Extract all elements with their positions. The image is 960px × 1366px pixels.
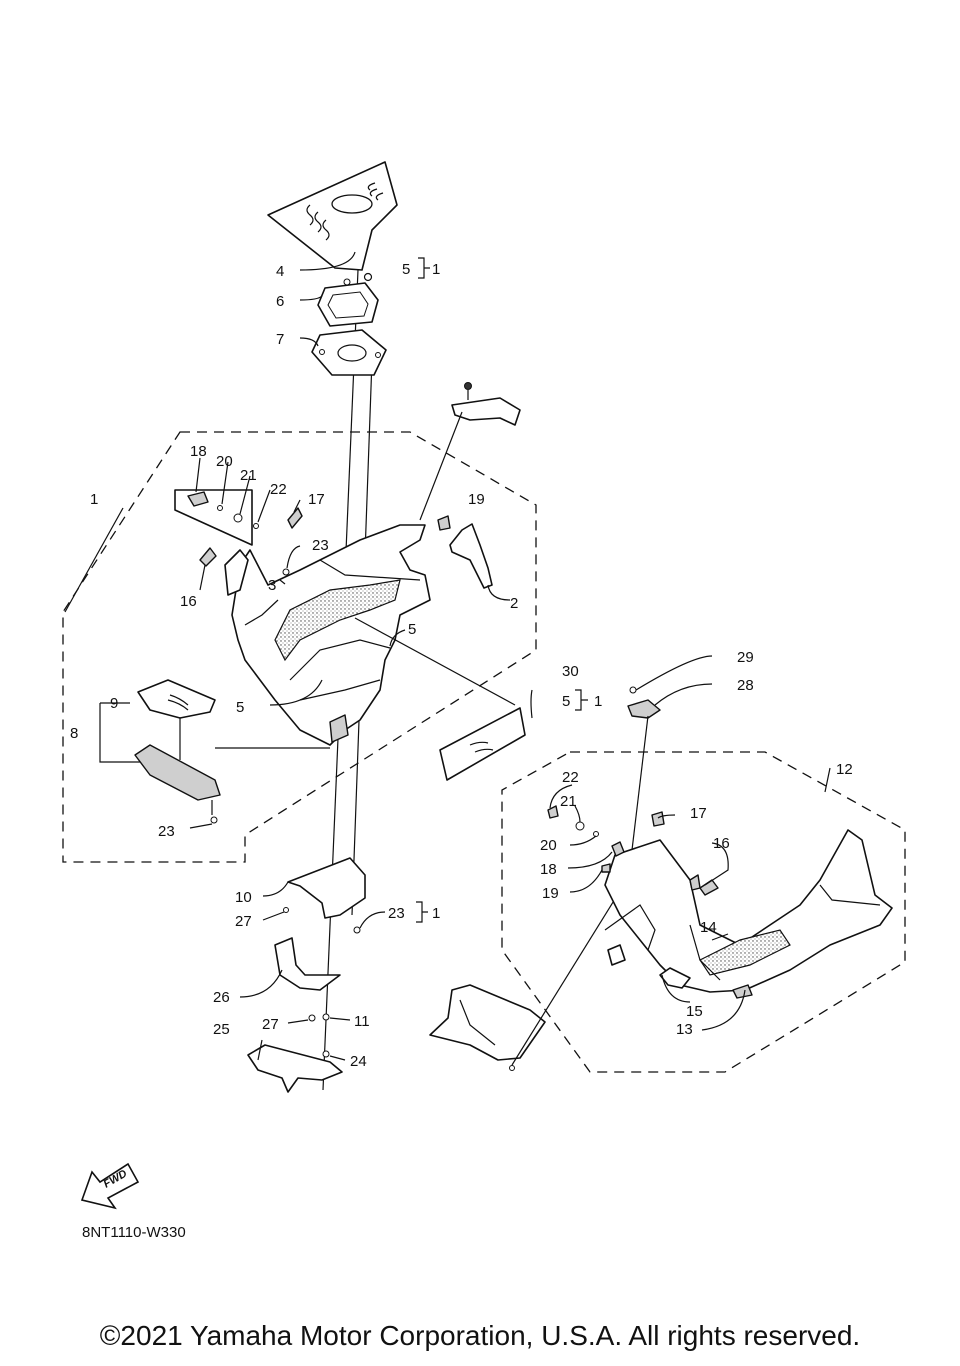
callout-10: 10	[235, 889, 252, 906]
part-9-pad	[137, 679, 216, 719]
part-25-guard	[247, 1044, 343, 1093]
callout-18: 18	[190, 443, 207, 460]
callout-1: 1	[432, 261, 440, 278]
callout-1-c: 1	[594, 693, 602, 710]
callout-22-b: 22	[562, 769, 579, 786]
drawing-code: 8NT1110-W330	[82, 1224, 186, 1241]
callout-1-assembly: 1	[90, 491, 98, 508]
callout-24: 24	[350, 1053, 367, 1070]
part-2-bracket	[449, 523, 493, 589]
part-12-lower-cowl	[604, 829, 893, 993]
copyright-notice: ©2021 Yamaha Motor Corporation, U.S.A. A…	[99, 1320, 861, 1351]
part-3-inner-panel	[231, 524, 431, 746]
callout-5-d: 5	[562, 693, 570, 710]
callout-20: 20	[216, 453, 233, 470]
part-30-pad	[439, 707, 526, 781]
callout-17-b: 17	[690, 805, 707, 822]
callout-23: 23	[312, 537, 329, 554]
callout-5-b: 5	[408, 621, 416, 638]
callout-23-b: 23	[158, 823, 175, 840]
callout-5: 5	[402, 261, 410, 278]
part-8-duct	[134, 744, 221, 801]
assembly-1-boundary	[62, 431, 537, 863]
callout-16: 16	[180, 593, 197, 610]
part-10-cover	[287, 857, 366, 919]
part-6-frame	[317, 282, 379, 327]
callout-12: 12	[836, 761, 853, 778]
fwd-arrow-icon: FWD	[80, 1162, 140, 1210]
callout-2: 2	[510, 595, 518, 612]
callout-8: 8	[70, 725, 78, 742]
callout-13: 13	[676, 1021, 693, 1038]
lower-bracket	[429, 984, 546, 1061]
callout-labels: 4 5 1 6 7 18 20 21 22 17 1 19 23 3 16 2 …	[70, 261, 853, 1070]
assembly-12-boundary	[501, 751, 906, 1073]
callout-20-b: 20	[540, 837, 557, 854]
callout-17: 17	[308, 491, 325, 508]
callout-16-b: 16	[713, 835, 730, 852]
callout-23-c: 23	[388, 905, 405, 922]
callout-18-b: 18	[540, 861, 557, 878]
callout-21-b: 21	[560, 793, 577, 810]
part-26-bracket	[274, 937, 341, 991]
part-4-top-cover	[267, 161, 398, 271]
callout-27: 27	[235, 913, 252, 930]
callout-28: 28	[737, 677, 754, 694]
callout-5-c: 5	[236, 699, 244, 716]
callout-9: 9	[110, 695, 118, 712]
upper-bracket	[451, 397, 521, 426]
callout-19: 19	[468, 491, 485, 508]
callout-19-b: 19	[542, 885, 559, 902]
callout-4: 4	[276, 263, 284, 280]
callout-30: 30	[562, 663, 579, 680]
callout-1-d: 1	[432, 905, 440, 922]
callout-25: 25	[213, 1021, 230, 1038]
callout-27-b: 27	[262, 1016, 279, 1033]
callout-3: 3	[268, 577, 276, 594]
callout-26: 26	[213, 989, 230, 1006]
callout-21: 21	[240, 467, 257, 484]
callout-14: 14	[700, 919, 717, 936]
callout-7: 7	[276, 331, 284, 348]
callout-6: 6	[276, 293, 284, 310]
callout-15: 15	[686, 1003, 703, 1020]
leader-lines	[64, 251, 831, 1061]
callout-11: 11	[354, 1013, 370, 1030]
callout-22: 22	[270, 481, 287, 498]
callout-29: 29	[737, 649, 754, 666]
